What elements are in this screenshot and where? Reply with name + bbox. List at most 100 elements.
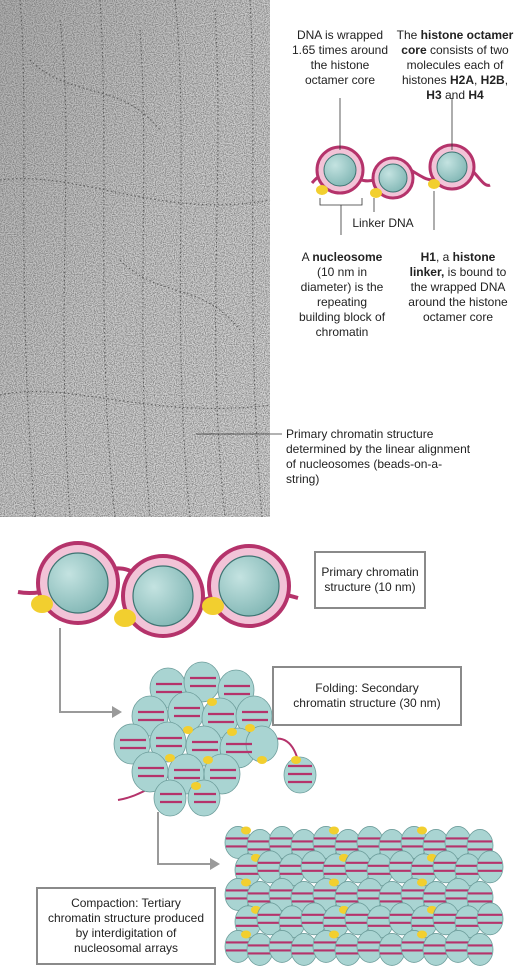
tertiary-dna-wrap	[336, 840, 360, 851]
tertiary-dna-wrap	[390, 913, 414, 924]
tertiary-dna-wrap	[248, 944, 272, 955]
tertiary-dna-wrap	[368, 916, 392, 927]
tertiary-dna-wrap	[468, 840, 492, 851]
histone-h2b: H2B	[480, 73, 505, 87]
dna-wrapped-text: DNA is wrapped 1.65 times around the his…	[291, 28, 389, 87]
tertiary-dna-wrap	[358, 941, 382, 952]
h1-icon	[329, 826, 339, 835]
h1-label: H1, a histone linker, is bound to the wr…	[405, 250, 511, 325]
h1-icon	[31, 595, 53, 613]
tertiary-dna-wrap	[390, 861, 414, 872]
h1-icon	[241, 878, 251, 887]
secondary-structure-text: Folding: Secondary chromatin structure (…	[293, 681, 441, 710]
primary-structure-text: Primary chromatin structure (10 nm)	[321, 565, 419, 594]
tertiary-nucleosome	[476, 902, 504, 936]
tertiary-dna-wrap	[314, 941, 338, 952]
tertiary-dna-wrap	[478, 913, 502, 924]
tertiary-dna-wrap	[402, 837, 426, 848]
tertiary-dna-wrap	[292, 892, 316, 903]
tertiary-dna-wrap	[292, 840, 316, 851]
octamer-text: ,	[474, 73, 481, 87]
secondary-structure-box: Folding: Secondary chromatin structure (…	[272, 666, 462, 726]
octamer-bold: histone octamer core	[401, 28, 514, 57]
tertiary-dna-wrap	[446, 837, 470, 848]
tertiary-dna-wrap	[424, 840, 448, 851]
tertiary-dna-wrap	[402, 941, 426, 952]
tertiary-dna-wrap	[314, 837, 338, 848]
h1-icon	[114, 609, 136, 627]
tertiary-dna-wrap	[236, 864, 260, 875]
h1-icon	[428, 179, 440, 189]
tertiary-dna-wrap	[346, 913, 370, 924]
linker-dna-text: Linker DNA	[352, 216, 414, 230]
tertiary-dna-wrap	[270, 837, 294, 848]
octamer-text: and	[441, 88, 469, 102]
tertiary-dna-wrap	[280, 916, 304, 927]
tertiary-dna-wrap	[380, 892, 404, 903]
linker-dna-label: Linker DNA	[338, 216, 428, 231]
tertiary-dna-wrap	[248, 892, 272, 903]
tertiary-dna-wrap	[412, 864, 436, 875]
h1-icon	[329, 878, 339, 887]
tertiary-structure-box: Compaction: Tertiary chromatin structure…	[36, 887, 216, 965]
tertiary-dna-wrap	[456, 916, 480, 927]
tertiary-dna-wrap	[226, 837, 250, 848]
tertiary-dna-wrap	[270, 889, 294, 900]
micrograph-label: Primary chromatin structure determined b…	[286, 427, 471, 487]
arrow-head-icon	[210, 858, 220, 870]
tertiary-dna-wrap	[314, 889, 338, 900]
arrows	[59, 628, 210, 865]
tertiary-dna-wrap	[292, 944, 316, 955]
tertiary-dna-wrap	[368, 864, 392, 875]
arrow-head-icon	[112, 706, 122, 718]
tertiary-dna-wrap	[258, 861, 282, 872]
h1-bold: H1	[420, 250, 436, 264]
tertiary-dna-wrap	[434, 861, 458, 872]
h1-text: , a	[435, 250, 453, 264]
h1-text: is bound to the wrapped DNA around the h…	[408, 265, 508, 324]
tertiary-dna-wrap	[358, 837, 382, 848]
tertiary-dna-wrap	[412, 916, 436, 927]
histone-linker-bold: histone linker,	[409, 250, 496, 279]
electron-micrograph	[0, 0, 271, 518]
histone-h3: H3	[426, 88, 442, 102]
tertiary-dna-wrap	[236, 916, 260, 927]
tertiary-dna-wrap	[468, 892, 492, 903]
nucleosome-bold: nucleosome	[312, 250, 383, 264]
h1-icon	[417, 878, 427, 887]
h1-icon	[241, 826, 251, 835]
tertiary-dna-wrap	[302, 861, 326, 872]
tertiary-nucleosome	[466, 933, 494, 966]
dna-wrapped-label: DNA is wrapped 1.65 times around the his…	[290, 28, 390, 88]
nucleosome-text: (10 nm in diameter) is the repeating bui…	[298, 265, 386, 339]
primary-structure-box: Primary chromatin structure (10 nm)	[314, 551, 426, 609]
tertiary-dna-wrap	[468, 944, 492, 955]
nucleosome-label: A nucleosome (10 nm in diameter) is the …	[296, 250, 388, 340]
tertiary-dna-wrap	[380, 944, 404, 955]
h1-icon	[370, 188, 382, 198]
h1-icon	[316, 185, 328, 195]
tertiary-structure-text: Compaction: Tertiary chromatin structure…	[47, 896, 205, 955]
tertiary-dna-wrap	[424, 892, 448, 903]
histone-h2a: H2A	[449, 73, 474, 87]
h1-icon	[417, 826, 427, 835]
tertiary-fiber	[224, 826, 504, 966]
h1-icon	[202, 597, 224, 615]
small-nucleosome-array	[310, 143, 491, 200]
tertiary-nucleosome	[476, 850, 504, 884]
tertiary-dna-wrap	[434, 913, 458, 924]
tertiary-dna-wrap	[324, 916, 348, 927]
histone-h4: H4	[468, 88, 484, 102]
tertiary-dna-wrap	[270, 941, 294, 952]
tertiary-dna-wrap	[248, 840, 272, 851]
tertiary-dna-wrap	[336, 944, 360, 955]
h1-icon	[417, 930, 427, 939]
octamer-label: The histone octamer core consists of two…	[396, 28, 514, 103]
nucleosome-text: A	[301, 250, 313, 264]
tertiary-dna-wrap	[446, 941, 470, 952]
octamer-text: ,	[504, 73, 509, 87]
tertiary-dna-wrap	[456, 864, 480, 875]
h1-icon	[329, 930, 339, 939]
tertiary-dna-wrap	[380, 840, 404, 851]
